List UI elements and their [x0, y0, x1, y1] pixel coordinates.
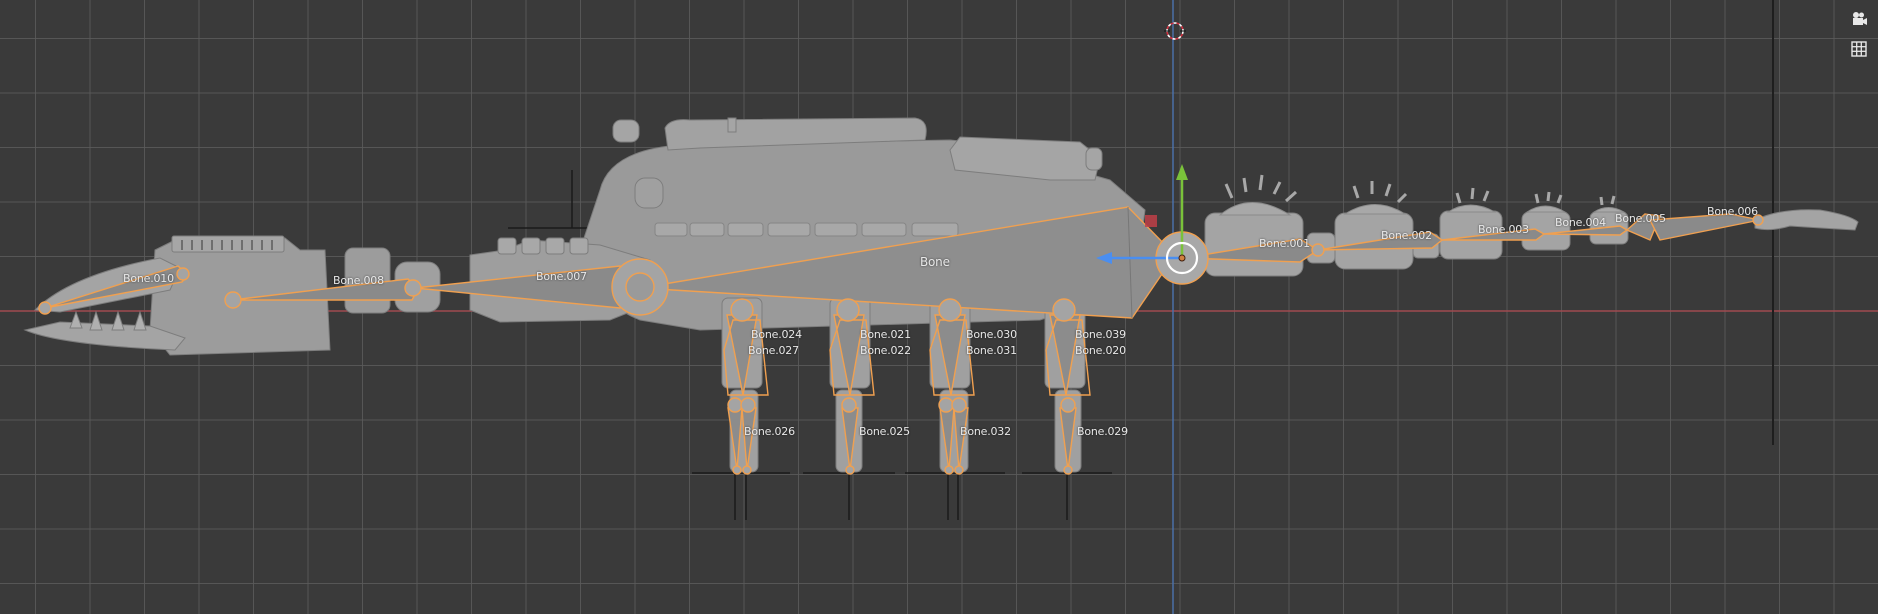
y-arrow-icon [1176, 164, 1188, 180]
bone-label: Bone.003 [1478, 223, 1529, 236]
bone-label: Bone.024 [751, 328, 802, 341]
bone-label: Bone.022 [860, 344, 911, 357]
bone-label: Bone.026 [744, 425, 795, 438]
bone-label: Bone.029 [1077, 425, 1128, 438]
origin-marker [1145, 215, 1157, 227]
bone-label: Bone.027 [748, 344, 799, 357]
bone-label: Bone [920, 255, 950, 269]
grid-icon [1851, 41, 1867, 57]
bone-label: Bone.010 [123, 272, 174, 285]
ortho-toggle-button[interactable] [1848, 38, 1870, 60]
bone-label: Bone.008 [333, 274, 384, 287]
3d-cursor[interactable] [1164, 20, 1186, 42]
bone-label: Bone.020 [1075, 344, 1126, 357]
bone-label: Bone.001 [1259, 237, 1310, 250]
bone-label: Bone.021 [860, 328, 911, 341]
bone-label: Bone.005 [1615, 212, 1666, 225]
transform-gizmo[interactable] [1096, 164, 1199, 275]
bone-label: Bone.039 [1075, 328, 1126, 341]
x-arrow-icon [1096, 252, 1112, 264]
bone-label: Bone.004 [1555, 216, 1606, 229]
bone-label: Bone.002 [1381, 229, 1432, 242]
bone-label: Bone.030 [966, 328, 1017, 341]
camera-view-button[interactable] [1848, 8, 1870, 30]
camera-icon [1853, 12, 1867, 25]
bone-label: Bone.032 [960, 425, 1011, 438]
bone-label: Bone.031 [966, 344, 1017, 357]
armature [38, 206, 1764, 475]
bone-label: Bone.007 [536, 270, 587, 283]
bone-label: Bone.025 [859, 425, 910, 438]
bone-label: Bone.006 [1707, 205, 1758, 218]
